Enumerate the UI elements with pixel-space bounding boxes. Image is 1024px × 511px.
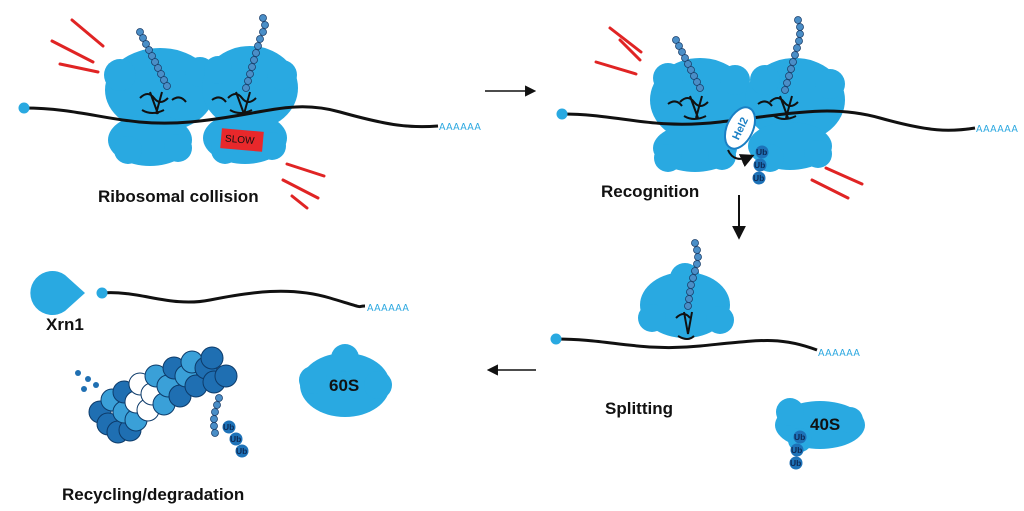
svg-text:Ub: Ub: [790, 458, 801, 468]
5prime-cap-2: [556, 108, 568, 120]
label-collision: Ribosomal collision: [98, 187, 259, 206]
nascent-chain-4: [781, 16, 804, 94]
collision-flash-right-2: [810, 166, 864, 200]
trna-4: [757, 95, 799, 120]
nascent-chain-1: [136, 28, 171, 90]
ribosome-4: [745, 58, 845, 172]
trna-2: [211, 91, 257, 115]
trna-1: [139, 91, 187, 115]
panel-splitting: AAAAAA 40S Ub Ub Ub Splitting: [550, 239, 865, 470]
svg-text:Ub: Ub: [756, 147, 767, 157]
trna-5: [675, 311, 695, 340]
mrna-4: [101, 289, 366, 309]
svg-text:Ub: Ub: [754, 160, 765, 170]
mrna-2: [561, 109, 976, 132]
ub-chain-1: Ub Ub Ub: [752, 145, 769, 185]
collision-flash-left: [50, 18, 105, 74]
pacman-exonuclease-icon: [30, 271, 86, 315]
svg-text:Ub: Ub: [223, 422, 234, 432]
ub-chain-3: Ub Ub Ub: [222, 420, 249, 458]
ub-chain-2: Ub Ub Ub: [789, 430, 807, 470]
released-chain: [210, 394, 223, 437]
mrna-1: [23, 105, 439, 129]
polya-tail-4: AAAAAA: [367, 303, 409, 314]
label-splitting: Splitting: [605, 399, 673, 418]
label-60s: 60S: [329, 376, 359, 395]
collision-flash-right: [281, 162, 326, 210]
svg-text:Ub: Ub: [753, 173, 764, 183]
trna-3: [667, 95, 709, 120]
svg-text:Ub: Ub: [791, 445, 802, 455]
svg-text:Ub: Ub: [794, 432, 805, 442]
mrna-3: [555, 337, 818, 352]
5prime-cap-3: [550, 333, 562, 345]
label-recycling: Recycling/degradation: [62, 485, 244, 504]
svg-text:Ub: Ub: [236, 446, 247, 456]
proteasome: [88, 346, 238, 444]
hel2-protein: [723, 106, 757, 150]
panel-recognition: AAAAAA Hel2 Ub Ub Ub Recognition: [556, 16, 1018, 201]
5prime-cap-1: [18, 102, 30, 114]
label-recognition: Recognition: [601, 182, 699, 201]
5prime-cap-4: [96, 287, 108, 299]
label-40s: 40S: [810, 415, 840, 434]
polya-tail-1: AAAAAA: [439, 122, 481, 133]
subunit-60s: [299, 344, 392, 417]
collision-flash-left-2: [594, 26, 643, 76]
ribosome-1: [104, 48, 215, 166]
slow-label: SLOW: [225, 134, 256, 148]
polya-tail-3: AAAAAA: [818, 348, 860, 359]
peptide-fragments: [75, 370, 99, 392]
nascent-chain-3: [672, 36, 704, 92]
panel-recycling: Xrn1 AAAAAA 60S: [30, 271, 409, 504]
nascent-chain-5: [684, 239, 702, 310]
label-xrn1: Xrn1: [46, 315, 84, 334]
slow-box: [220, 128, 264, 152]
panel-collision: AAAAAA SLOW Ribosomal collision: [18, 14, 481, 210]
polya-tail-2: AAAAAA: [976, 124, 1018, 135]
nascent-chain-2: [242, 14, 269, 92]
svg-text:Ub: Ub: [230, 434, 241, 444]
ubiquitination-arrow: [727, 149, 755, 167]
